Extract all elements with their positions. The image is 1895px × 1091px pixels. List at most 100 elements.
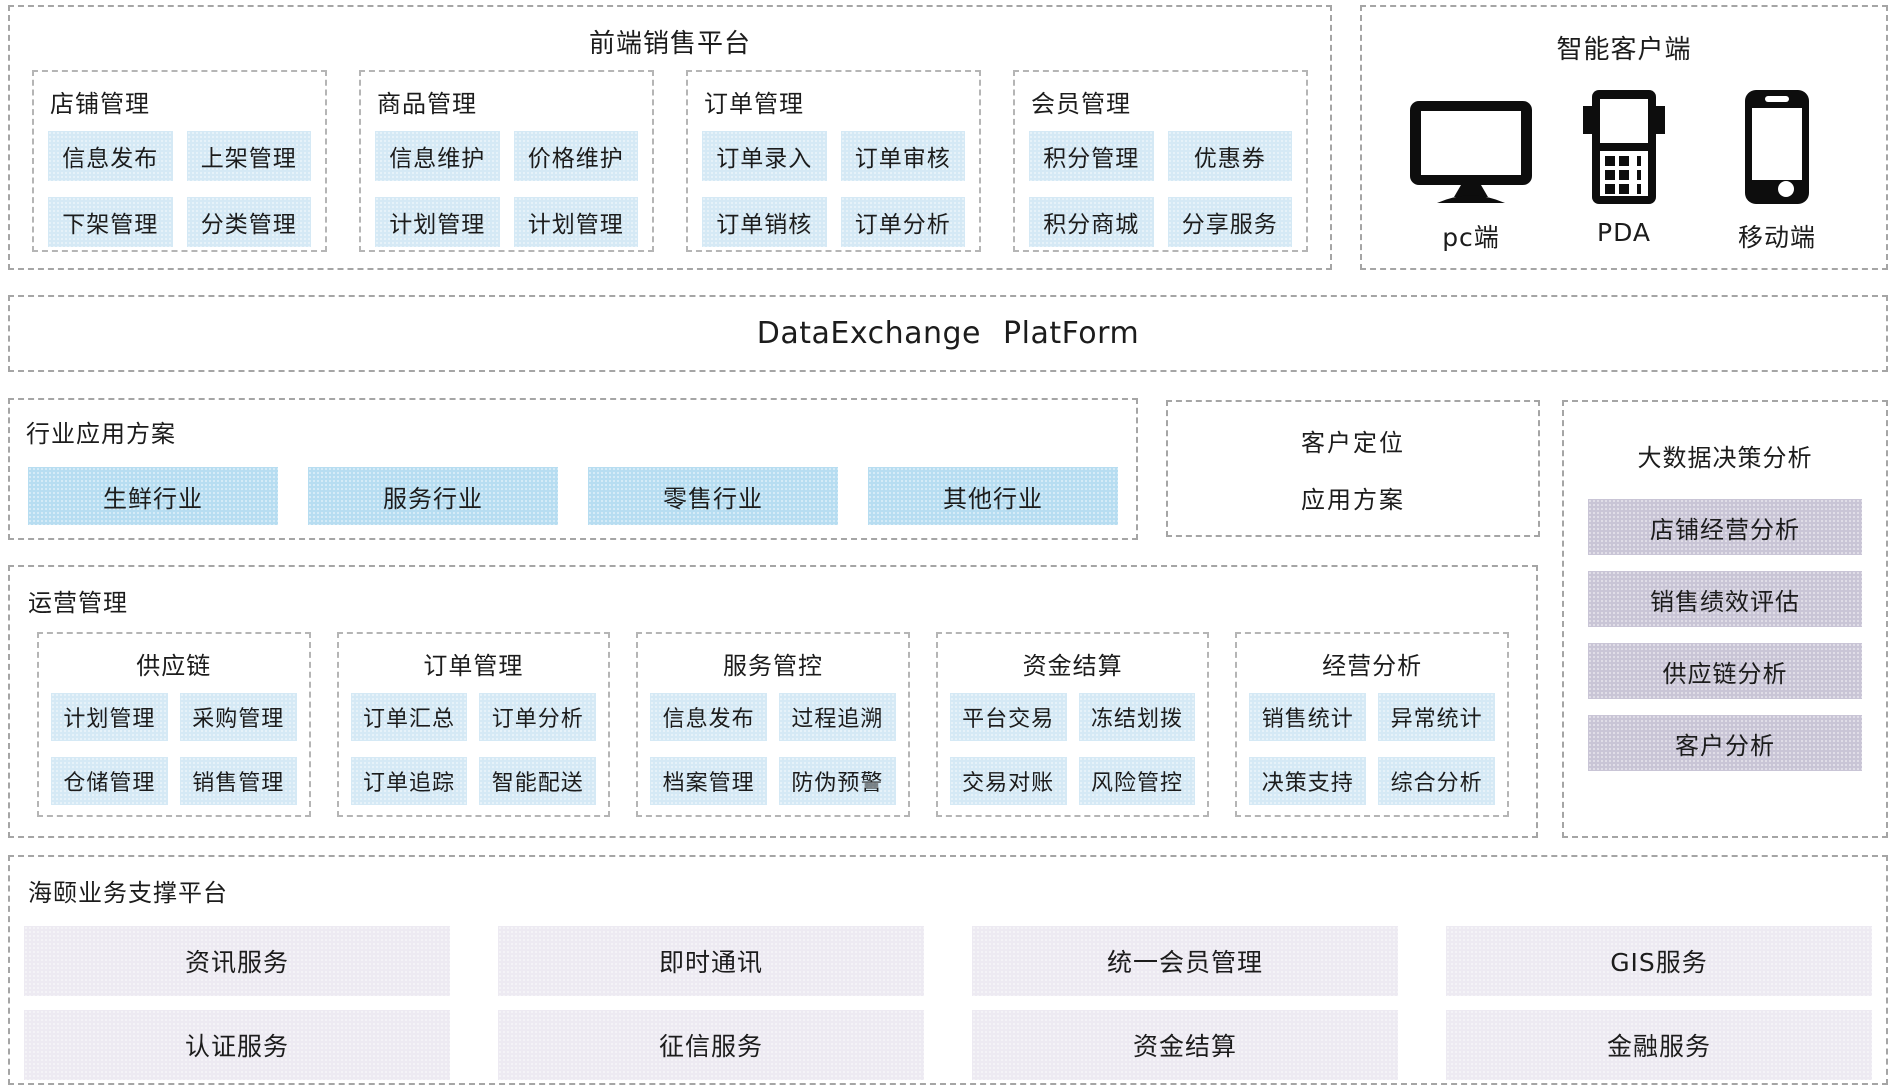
chip-store-operation-analysis: 店铺经营分析 <box>1588 499 1862 555</box>
chip-warehouse-mgmt: 仓储管理 <box>51 757 168 805</box>
smart-client-devices: pc端 <box>1362 86 1886 254</box>
device-pc-label: pc端 <box>1442 223 1500 252</box>
industry-items: 生鲜行业 服务行业 零售行业 其他行业 <box>10 467 1136 525</box>
group-member-mgmt: 会员管理 积分管理 优惠券 积分商城 分享服务 <box>1013 70 1308 252</box>
device-pda-label: PDA <box>1597 218 1651 247</box>
chip-news-service: 资讯服务 <box>24 926 450 996</box>
chip-sales-performance-eval: 销售绩效评估 <box>1588 571 1862 627</box>
chip-plan-mgmt-2: 计划管理 <box>513 197 638 247</box>
chip-smart-delivery: 智能配送 <box>479 757 597 805</box>
chip-freeze-transfer: 冻结划拨 <box>1078 693 1196 741</box>
chip-order-analysis-ops: 订单分析 <box>479 693 597 741</box>
group-fund-settlement-title: 资金结算 <box>1022 652 1123 680</box>
customer-positioning-panel: 客户定位 应用方案 <box>1166 400 1540 537</box>
front-platform-groups: 店铺管理 信息发布 上架管理 下架管理 分类管理 商品管理 信息维护 价格维护 … <box>10 70 1330 252</box>
chip-trade-reconciliation: 交易对账 <box>949 757 1067 805</box>
group-order-mgmt: 订单管理 订单录入 订单审核 订单销核 订单分析 <box>686 70 981 252</box>
chip-share-service: 分享服务 <box>1167 197 1292 247</box>
smart-client-panel: 智能客户端 pc端 <box>1360 5 1888 270</box>
group-store-mgmt-title: 店铺管理 <box>50 90 150 118</box>
group-service-control-items: 信息发布 过程追溯 档案管理 防伪预警 <box>650 693 896 805</box>
group-service-control: 服务管控 信息发布 过程追溯 档案管理 防伪预警 <box>636 632 910 817</box>
chip-comprehensive-analysis: 综合分析 <box>1378 757 1495 805</box>
group-product-mgmt-title: 商品管理 <box>377 90 477 118</box>
support-platform-title: 海颐业务支撑平台 <box>28 879 228 907</box>
operations-groups: 供应链 计划管理 采购管理 仓储管理 销售管理 订单管理 订单汇总 订单分析 订… <box>10 632 1536 817</box>
group-business-analysis-title: 经营分析 <box>1322 652 1423 680</box>
support-platform-items: 资讯服务 即时通讯 统一会员管理 GIS服务 认证服务 征信服务 资金结算 金融… <box>10 926 1886 1080</box>
front-platform-title: 前端销售平台 <box>588 29 751 59</box>
chip-order-tracking: 订单追踪 <box>350 757 468 805</box>
group-member-mgmt-title: 会员管理 <box>1031 90 1131 118</box>
chip-process-trace: 过程追溯 <box>778 693 896 741</box>
group-store-mgmt-items: 信息发布 上架管理 下架管理 分类管理 <box>48 131 311 247</box>
device-mobile-label: 移动端 <box>1737 223 1816 252</box>
group-ops-order-mgmt: 订单管理 订单汇总 订单分析 订单追踪 智能配送 <box>336 632 611 817</box>
chip-customer-analysis: 客户分析 <box>1588 715 1862 771</box>
chip-retail-industry: 零售行业 <box>588 467 838 525</box>
industry-solutions-panel: 行业应用方案 生鲜行业 服务行业 零售行业 其他行业 <box>8 398 1138 540</box>
pda-icon-slot <box>1583 86 1665 204</box>
device-pc: pc端 <box>1396 86 1546 254</box>
chip-coupon: 优惠券 <box>1167 131 1292 181</box>
data-exchange-title: DataExchange PlatForm <box>756 316 1140 351</box>
chip-fund-settlement-service: 资金结算 <box>972 1010 1398 1080</box>
chip-credit-service: 征信服务 <box>498 1010 924 1080</box>
group-order-mgmt-title: 订单管理 <box>704 90 804 118</box>
chip-platform-trade: 平台交易 <box>949 693 1067 741</box>
chip-info-release: 信息发布 <box>650 693 767 741</box>
group-business-analysis: 经营分析 销售统计 异常统计 决策支持 综合分析 <box>1235 632 1509 817</box>
chip-order-analysis: 订单分析 <box>840 197 965 247</box>
support-platform-panel: 海颐业务支撑平台 资讯服务 即时通讯 统一会员管理 GIS服务 认证服务 征信服… <box>8 855 1888 1085</box>
chip-instant-messaging: 即时通讯 <box>498 926 924 996</box>
chip-info-maintain: 信息维护 <box>375 131 500 181</box>
chip-unified-member-mgmt: 统一会员管理 <box>972 926 1398 996</box>
chip-service-industry: 服务行业 <box>308 467 558 525</box>
chip-exception-stats: 异常统计 <box>1378 693 1495 741</box>
chip-auth-service: 认证服务 <box>24 1010 450 1080</box>
customer-positioning-line1: 客户定位 <box>1301 428 1405 457</box>
operations-panel: 运营管理 供应链 计划管理 采购管理 仓储管理 销售管理 订单管理 订单汇总 订… <box>8 565 1538 838</box>
chip-gis-service: GIS服务 <box>1446 926 1872 996</box>
monitor-icon <box>1410 101 1532 203</box>
chip-plan-mgmt: 计划管理 <box>51 693 168 741</box>
group-product-mgmt: 商品管理 信息维护 价格维护 计划管理 计划管理 <box>359 70 654 252</box>
chip-order-summary: 订单汇总 <box>350 693 468 741</box>
chip-plan-mgmt-1: 计划管理 <box>375 197 500 247</box>
group-supply-chain: 供应链 计划管理 采购管理 仓储管理 销售管理 <box>37 632 311 817</box>
chip-finance-service: 金融服务 <box>1446 1010 1872 1080</box>
group-business-analysis-items: 销售统计 异常统计 决策支持 综合分析 <box>1249 693 1495 805</box>
smartphone-icon <box>1745 90 1809 204</box>
chip-category-mgmt: 分类管理 <box>186 197 311 247</box>
big-data-items: 店铺经营分析 销售绩效评估 供应链分析 客户分析 <box>1564 499 1886 771</box>
group-ops-order-mgmt-title: 订单管理 <box>423 652 524 680</box>
group-order-mgmt-items: 订单录入 订单审核 订单销核 订单分析 <box>702 131 965 247</box>
group-fund-settlement-items: 平台交易 冻结划拨 交易对账 风险管控 <box>949 693 1196 805</box>
front-sales-platform-panel: 前端销售平台 店铺管理 信息发布 上架管理 下架管理 分类管理 商品管理 信息维… <box>8 5 1332 270</box>
chip-fresh-industry: 生鲜行业 <box>28 467 278 525</box>
chip-info-publish: 信息发布 <box>48 131 173 181</box>
chip-sales-mgmt: 销售管理 <box>179 757 297 805</box>
device-pda: PDA <box>1549 86 1699 254</box>
group-fund-settlement: 资金结算 平台交易 冻结划拨 交易对账 风险管控 <box>935 632 1210 817</box>
group-member-mgmt-items: 积分管理 优惠券 积分商城 分享服务 <box>1029 131 1292 247</box>
chip-anticounterfeit-alert: 防伪预警 <box>778 757 896 805</box>
group-ops-order-mgmt-items: 订单汇总 订单分析 订单追踪 智能配送 <box>350 693 597 805</box>
chip-shelf-on-mgmt: 上架管理 <box>186 131 311 181</box>
chip-order-writeoff: 订单销核 <box>702 197 827 247</box>
chip-procurement-mgmt: 采购管理 <box>179 693 297 741</box>
chip-order-audit: 订单审核 <box>840 131 965 181</box>
big-data-title: 大数据决策分析 <box>1637 444 1813 472</box>
big-data-analysis-panel: 大数据决策分析 店铺经营分析 销售绩效评估 供应链分析 客户分析 <box>1562 400 1888 838</box>
pc-icon-slot <box>1409 86 1533 204</box>
group-product-mgmt-items: 信息维护 价格维护 计划管理 计划管理 <box>375 131 638 247</box>
chip-order-entry: 订单录入 <box>702 131 827 181</box>
chip-points-mgmt: 积分管理 <box>1029 131 1154 181</box>
chip-points-mall: 积分商城 <box>1029 197 1154 247</box>
chip-shelf-off-mgmt: 下架管理 <box>48 197 173 247</box>
smart-client-title: 智能客户端 <box>1556 35 1692 65</box>
mobile-icon-slot <box>1745 86 1809 204</box>
chip-risk-control: 风险管控 <box>1078 757 1196 805</box>
group-service-control-title: 服务管控 <box>722 652 823 680</box>
industry-title: 行业应用方案 <box>26 420 176 448</box>
